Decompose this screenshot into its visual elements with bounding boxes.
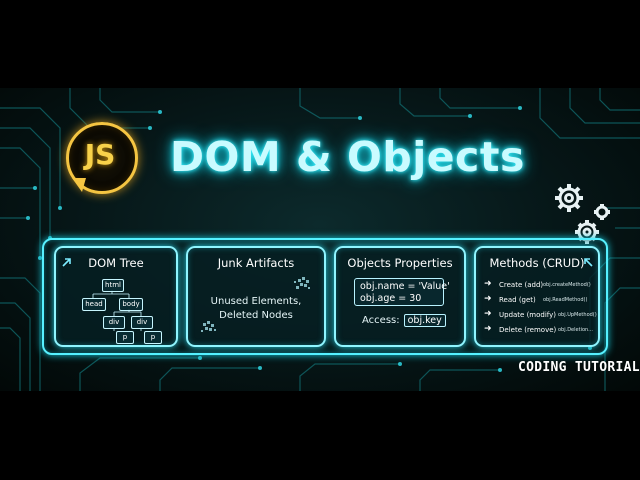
page-title: DOM & Objects xyxy=(170,133,525,181)
junk-line-1: Unused Elements, xyxy=(210,296,302,307)
card-title: Junk Artifacts xyxy=(217,256,295,270)
method-call: obj.UpMethod() xyxy=(558,312,597,318)
js-logo-tail xyxy=(72,178,86,192)
tree-node-html: html xyxy=(102,279,124,292)
pixel-blob-icon xyxy=(294,277,310,289)
method-label: Update (modify) xyxy=(499,311,557,319)
card-title: Methods (CRUD) xyxy=(489,256,585,270)
card-title: Objects Properties xyxy=(347,256,453,270)
access-key: obj.key xyxy=(403,314,446,327)
junk-line-2: Deleted Nodes xyxy=(219,310,293,321)
tree-node-body: body xyxy=(119,298,143,311)
card-objects-properties: Objects Properties obj.name = 'Value' ob… xyxy=(334,246,466,347)
arrow-icon: ➜ xyxy=(484,309,492,319)
cards-panel xyxy=(42,238,608,355)
circuit-background xyxy=(0,88,640,391)
code-snippet: obj.name = 'Value' obj.age = 30 xyxy=(354,278,450,306)
card-title: DOM Tree xyxy=(88,256,144,270)
code-line: obj.age = 30 xyxy=(360,293,422,304)
card-methods-crud: Methods (CRUD) ➜ Create (add) obj.create… xyxy=(474,246,600,347)
tree-node-div: div xyxy=(131,316,153,329)
thumbnail-scene: JS DOM & Objects DOM Tree html head xyxy=(0,88,640,391)
junk-description: Unused Elements, Deleted Nodes xyxy=(188,295,324,323)
arrow-icon xyxy=(62,258,71,267)
arrow-icon: ➜ xyxy=(484,324,492,334)
method-call: obj.ReadMethod() xyxy=(543,297,588,303)
tree-node-p: p xyxy=(116,331,134,344)
method-label: Read (get) xyxy=(499,296,536,304)
gear-icon xyxy=(555,184,610,244)
js-logo-icon: JS xyxy=(64,120,142,194)
arrow-icon xyxy=(584,258,593,267)
access-row: Access:obj.key xyxy=(362,314,446,328)
arrow-icon: ➜ xyxy=(484,294,492,304)
method-call: obj.Deletion... xyxy=(558,327,593,333)
letterbox-top xyxy=(0,0,640,88)
letterbox-bottom xyxy=(0,391,640,480)
card-junk-artifacts: Junk Artifacts Unused Elements, Deleted … xyxy=(186,246,326,347)
tree-node-p: p xyxy=(144,331,162,344)
js-logo-text: JS xyxy=(84,138,116,171)
pixel-blob-icon xyxy=(201,321,216,332)
card-dom-tree: DOM Tree html head body div div p p xyxy=(54,246,178,347)
brand-label: CODING TUTORIAL xyxy=(518,360,640,375)
tree-node-div: div xyxy=(103,316,125,329)
method-label: Delete (remove) xyxy=(499,326,557,334)
method-call: obj.createMethod() xyxy=(543,282,591,288)
method-label: Create (add) xyxy=(499,281,544,289)
access-label: Access: xyxy=(362,315,400,326)
code-line: obj.name = 'Value' xyxy=(360,281,450,292)
tree-node-head: head xyxy=(82,298,106,311)
arrow-icon: ➜ xyxy=(484,279,492,289)
